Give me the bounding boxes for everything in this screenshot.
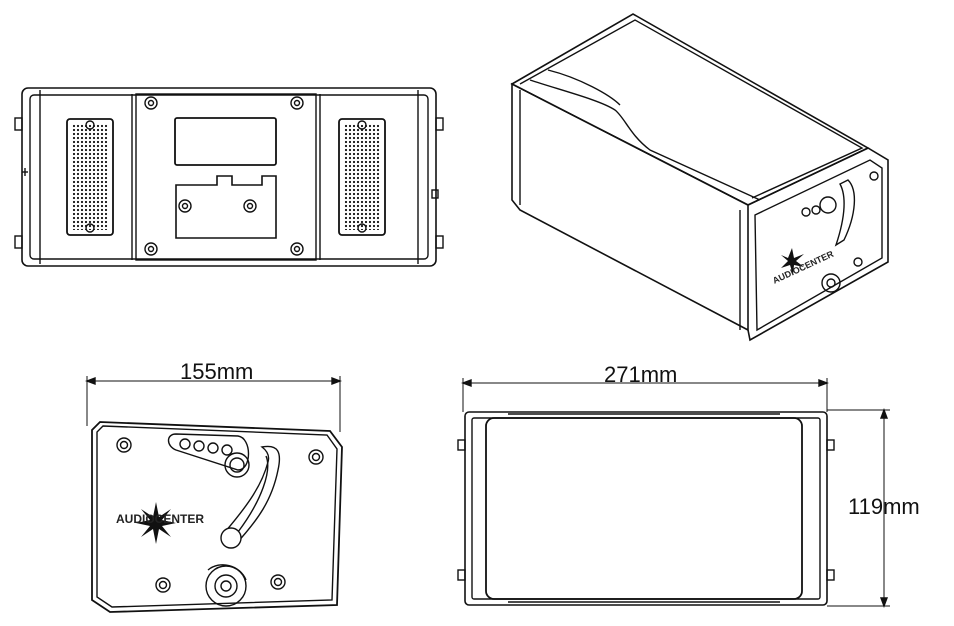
side-logo-text: AUDIOCENTER — [116, 512, 204, 526]
isometric-view: AUDIOCENTER — [510, 13, 889, 342]
width-label: 155mm — [180, 359, 253, 384]
dimension-width — [85, 376, 342, 432]
dimension-length — [461, 378, 829, 412]
front-view — [14, 87, 444, 267]
iso-logo — [781, 248, 804, 275]
length-label: 271mm — [604, 362, 677, 387]
iso-logo-text: AUDIOCENTER — [771, 249, 835, 286]
dimension-height — [827, 408, 890, 608]
center-plate — [131, 93, 321, 261]
left-grille — [66, 118, 114, 236]
right-grille — [338, 118, 386, 236]
side-logo-star — [136, 502, 176, 544]
top-view — [457, 411, 835, 606]
height-label: 119mm — [848, 494, 920, 519]
side-view: AUDIOCENTER — [91, 421, 343, 613]
